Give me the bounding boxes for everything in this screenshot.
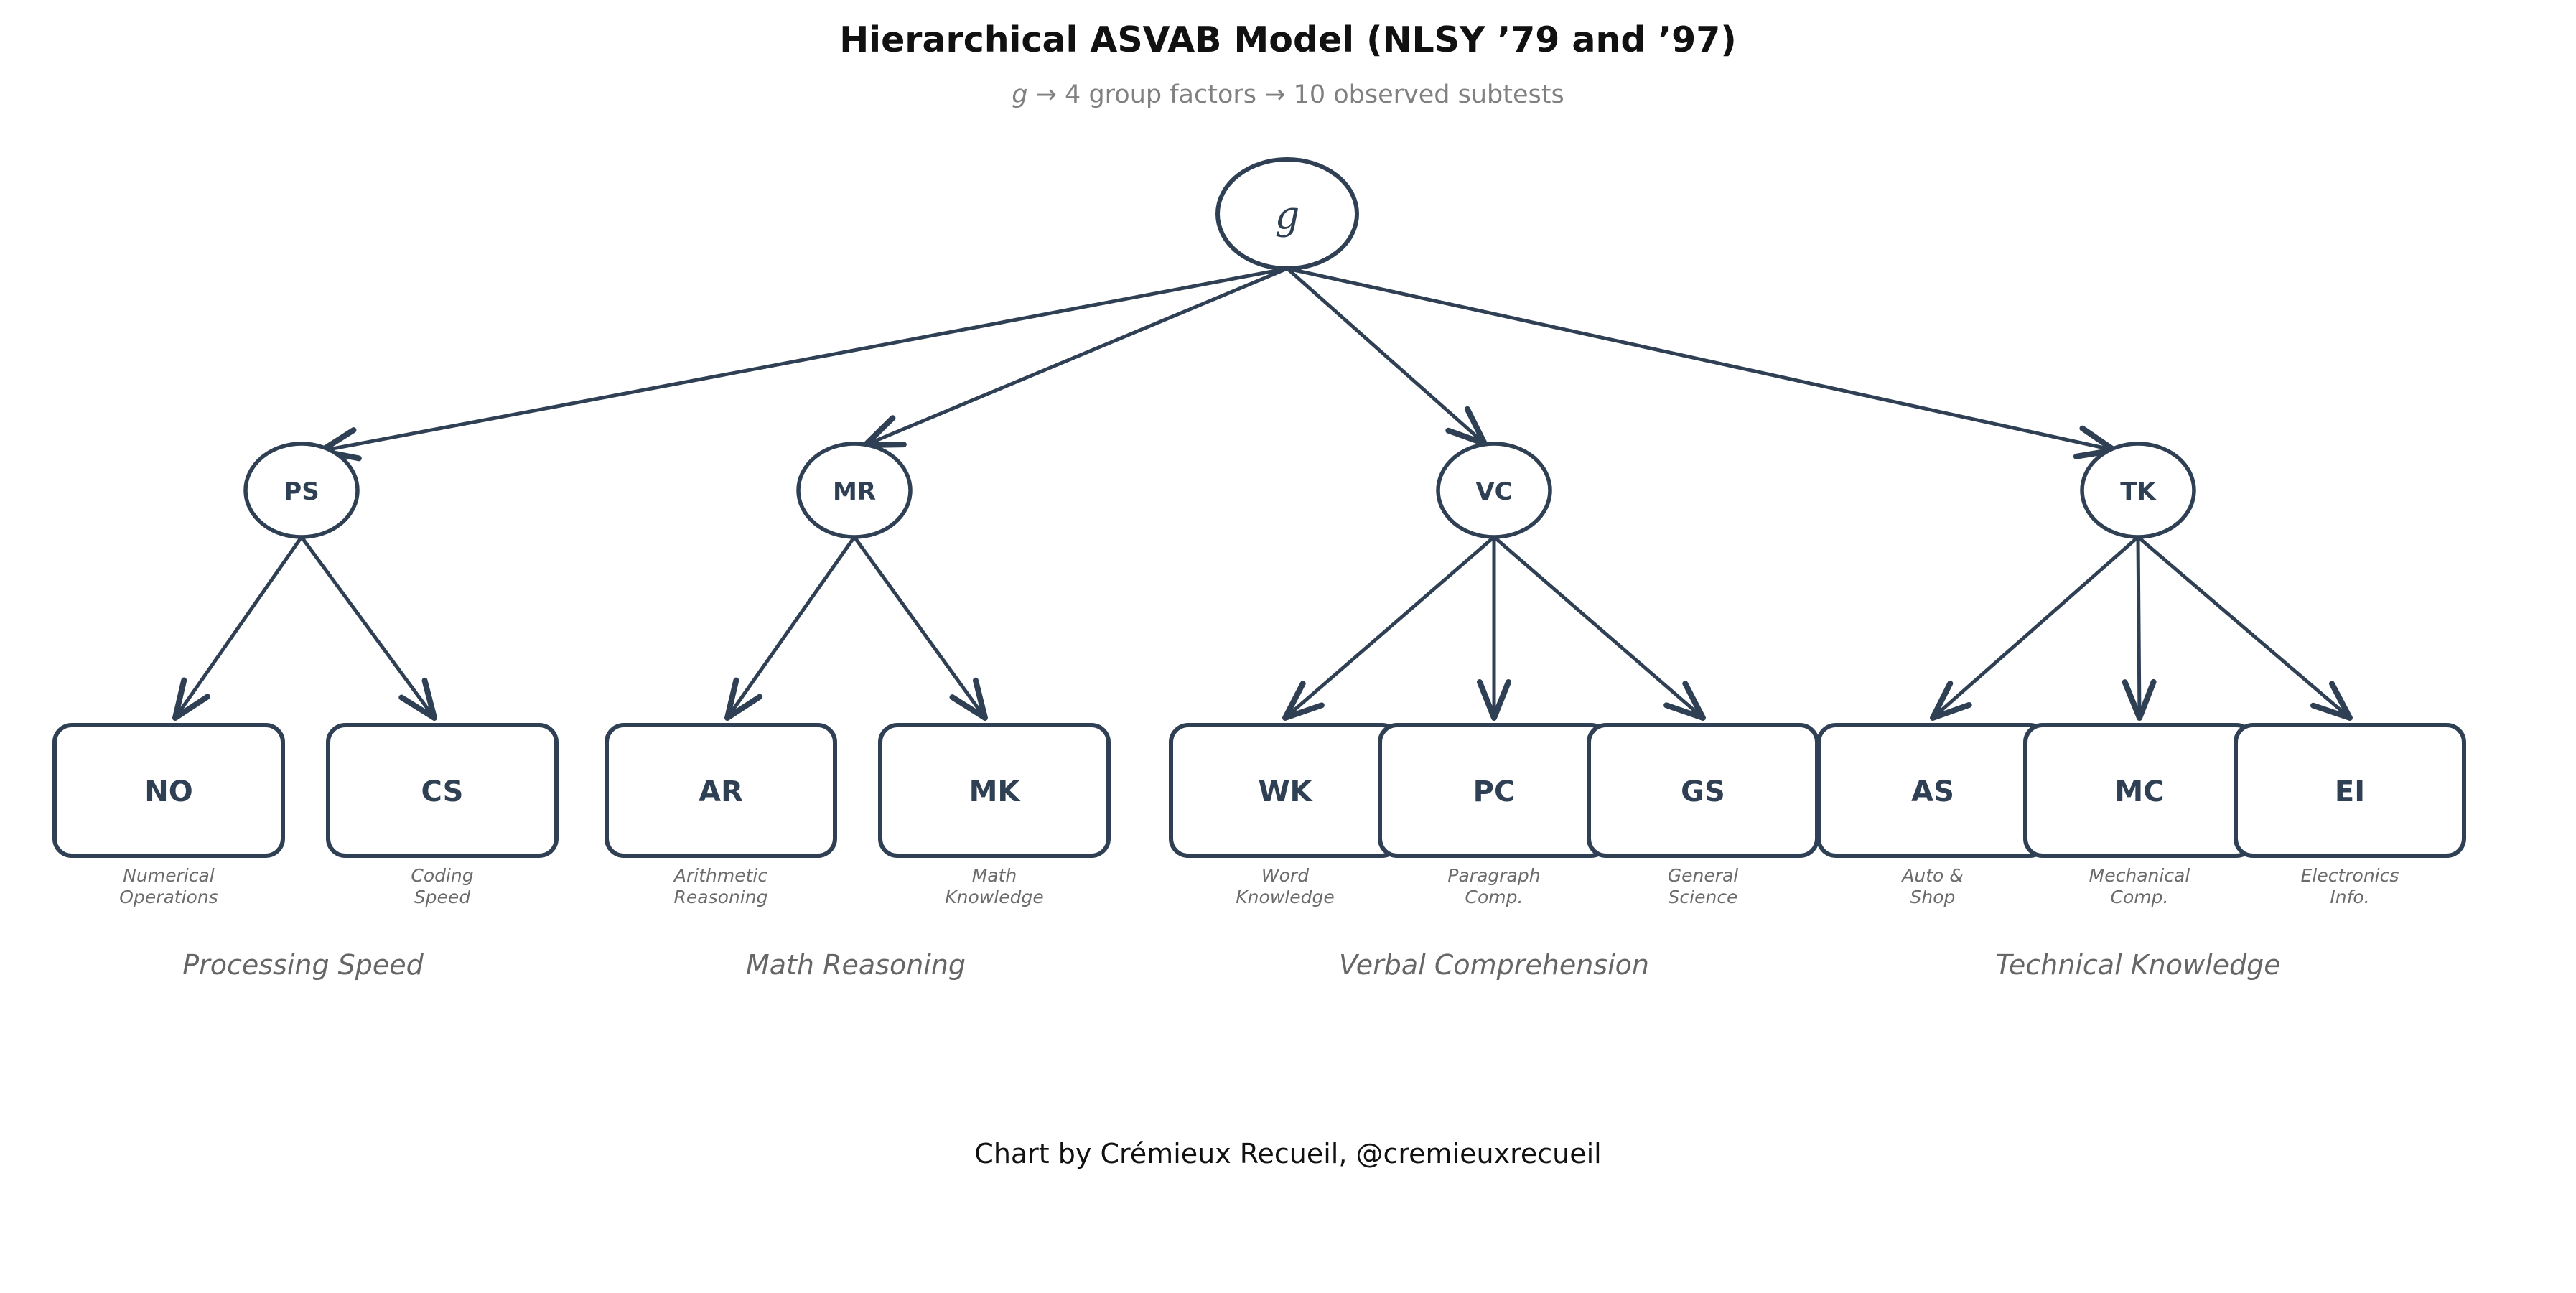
- node-gs-label: GS: [1681, 775, 1725, 808]
- node-tk-label: TK: [2120, 477, 2157, 506]
- edge-mr-to-ar: [724, 536, 857, 721]
- caption-mc-line2: Comp.: [2111, 887, 2169, 907]
- node-wk-label: WK: [1258, 775, 1313, 808]
- caption-ei-line1: Electronics: [2301, 865, 2399, 886]
- node-cs-label: CS: [421, 775, 464, 808]
- factor-name-verbal-comprehension: Verbal Comprehension: [1339, 949, 1649, 981]
- edges-vc-to-subtests: [1282, 536, 1706, 721]
- node-g[interactable]: g: [1215, 157, 1359, 271]
- node-mr[interactable]: MR: [796, 442, 913, 539]
- node-mc-label: MC: [2114, 775, 2164, 808]
- node-mk-box[interactable]: [878, 723, 1111, 858]
- edges-mr-to-subtests: [724, 536, 988, 721]
- edge-ps-to-no: [172, 536, 304, 721]
- caption-ar-line2: Reasoning: [674, 887, 768, 907]
- edge-g-to-vc: [1286, 267, 1488, 447]
- node-g-ellipse[interactable]: [1215, 157, 1359, 271]
- edge-vc-to-gs: [1493, 536, 1706, 721]
- caption-wk-line1: Word: [1261, 865, 1309, 886]
- edges-tk-to-subtests: [1930, 536, 2353, 721]
- node-as[interactable]: AS Auto & Shop: [1816, 723, 2049, 907]
- edge-tk-to-mc: [2122, 536, 2157, 721]
- edge-tk-to-ei: [2137, 536, 2353, 721]
- page-subtitle: g → 4 group factors → 10 observed subtes…: [1012, 80, 1564, 109]
- caption-mc-line1: Mechanical: [2089, 865, 2190, 886]
- caption-as-line1: Auto &: [1900, 865, 1964, 886]
- node-mc[interactable]: MC Mechanical Comp.: [2023, 723, 2256, 907]
- caption-as-line2: Shop: [1910, 887, 1956, 907]
- node-mr-ellipse[interactable]: [796, 442, 913, 539]
- edge-g-to-ps: [318, 266, 1288, 462]
- node-no-label: NO: [144, 775, 192, 808]
- edge-vc-to-wk: [1282, 536, 1495, 721]
- node-g-label: g: [1275, 193, 1300, 238]
- node-tk-ellipse[interactable]: [2080, 442, 2196, 539]
- node-pc-label: PC: [1473, 775, 1516, 808]
- page-subtitle-g: g: [1012, 80, 1027, 109]
- caption-mk-line2: Knowledge: [945, 887, 1043, 907]
- caption-mk-line1: Math: [972, 865, 1017, 886]
- caption-pc-line1: Paragraph: [1447, 865, 1540, 886]
- node-tk[interactable]: TK: [2080, 442, 2196, 539]
- node-ar[interactable]: AR Arithmetic Reasoning: [605, 723, 837, 907]
- factor-name-technical-knowledge: Technical Knowledge: [1995, 949, 2280, 981]
- caption-no-line2: Operations: [119, 887, 218, 907]
- node-mk-label: MK: [969, 775, 1022, 808]
- node-ei-label: EI: [2335, 775, 2365, 808]
- node-gs[interactable]: GS General Science: [1587, 723, 1819, 907]
- caption-cs-line1: Coding: [411, 865, 473, 886]
- node-as-label: AS: [1911, 775, 1954, 808]
- node-ei-box[interactable]: [2234, 723, 2466, 858]
- node-vc-ellipse[interactable]: [1436, 442, 1552, 539]
- node-pc[interactable]: PC Paragraph Comp.: [1378, 723, 1610, 907]
- page-title: Hierarchical ASVAB Model (NLSY ’79 and ’…: [839, 19, 1736, 60]
- node-vc-label: VC: [1475, 477, 1512, 506]
- node-mr-label: MR: [833, 477, 876, 506]
- caption-no-line1: Numerical: [123, 865, 215, 886]
- caption-ar-line1: Arithmetic: [673, 865, 767, 886]
- node-ar-box[interactable]: [605, 723, 837, 858]
- node-ps[interactable]: PS: [243, 442, 360, 539]
- node-wk[interactable]: WK Word Knowledge: [1169, 723, 1401, 907]
- node-ei[interactable]: EI Electronics Info.: [2234, 723, 2466, 907]
- edges-ps-to-subtests: [172, 536, 437, 721]
- node-cs[interactable]: CS Coding Speed: [326, 723, 559, 907]
- chart-credit: Chart by Crémieux Recueil, @cremieuxrecu…: [974, 1138, 1601, 1170]
- node-no-box[interactable]: [52, 723, 285, 858]
- page-subtitle-rest: → 4 group factors → 10 observed subtests: [1027, 80, 1564, 109]
- edge-ps-to-cs: [299, 536, 437, 721]
- edge-g-to-tk: [1287, 266, 2117, 459]
- edges-g-to-groups: [318, 266, 2117, 462]
- edge-mr-to-mk: [852, 536, 988, 721]
- caption-gs-line2: Science: [1669, 887, 1738, 907]
- node-ps-label: PS: [284, 477, 319, 506]
- node-vc[interactable]: VC: [1436, 442, 1552, 539]
- caption-pc-line2: Comp.: [1465, 887, 1523, 907]
- caption-cs-line2: Speed: [414, 887, 471, 907]
- node-ar-label: AR: [699, 775, 743, 808]
- caption-ei-line2: Info.: [2330, 887, 2369, 907]
- node-mk[interactable]: MK Math Knowledge: [878, 723, 1111, 907]
- edge-tk-to-as: [1930, 536, 2139, 721]
- caption-wk-line2: Knowledge: [1236, 887, 1334, 907]
- edge-g-to-mr: [862, 266, 1288, 448]
- node-cs-box[interactable]: [326, 723, 559, 858]
- factor-name-math-reasoning: Math Reasoning: [746, 949, 966, 981]
- caption-gs-line1: General: [1668, 865, 1739, 886]
- node-ps-ellipse[interactable]: [243, 442, 360, 539]
- node-no[interactable]: NO Numerical Operations: [52, 723, 285, 907]
- factor-name-processing-speed: Processing Speed: [182, 949, 424, 981]
